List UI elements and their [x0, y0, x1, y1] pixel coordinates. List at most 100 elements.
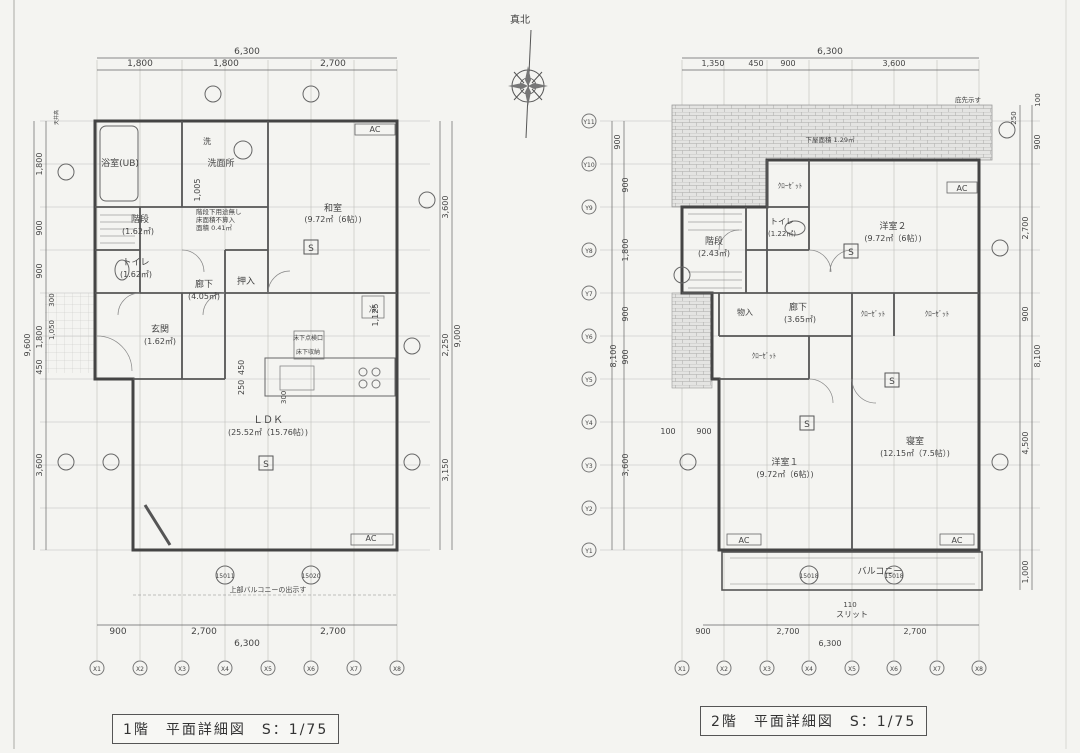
svg-text:15018: 15018	[884, 573, 903, 580]
hall-area: (4.05㎡)	[188, 292, 220, 301]
floor2-hall-label: 廊下	[789, 301, 807, 313]
svg-text:Y7: Y7	[584, 291, 593, 298]
floor2-doors	[718, 229, 877, 404]
svg-text:X7: X7	[350, 666, 358, 673]
floor1-bottom-total: 6,300	[234, 639, 260, 649]
svg-text:X6: X6	[890, 666, 898, 673]
toilet-area: (1.62㎡)	[120, 270, 152, 279]
floor2-dim-100: 100	[660, 427, 675, 436]
floor2-top-total: 6,300	[817, 47, 843, 57]
svg-text:Y5: Y5	[584, 377, 593, 384]
lower-roof	[671, 104, 993, 208]
dim-450: 450	[237, 360, 246, 375]
floor2-right-dim-6: 4,500	[1021, 432, 1030, 455]
floor2-left-dim-4: 900	[621, 306, 630, 321]
floor2-top-dim-4: 3,600	[883, 59, 906, 68]
floor-hatch	[293, 330, 325, 360]
north-label: 真北	[510, 13, 530, 26]
under-stairs-note: 階段下用途無し	[196, 207, 242, 216]
svg-text:X1: X1	[678, 666, 686, 673]
sink	[279, 365, 315, 391]
svg-text:X7: X7	[933, 666, 941, 673]
floor1-bottom-dim-3: 2,700	[320, 627, 346, 637]
bedroom-label: 寝室	[906, 435, 924, 447]
floor1-grid	[40, 60, 430, 660]
floor1-left-dim-3: 900	[35, 263, 44, 278]
entrance-label: 玄関	[151, 323, 169, 335]
slit-dim: 110	[843, 601, 856, 609]
floor2-left-total: 8,100	[609, 345, 618, 368]
svg-text:X3: X3	[178, 666, 186, 673]
lower-roof-left	[671, 292, 713, 389]
svg-text:X4: X4	[805, 666, 813, 673]
closet-c-label: ｸﾛｰｾﾞｯﾄ	[925, 310, 950, 318]
floor1-left-dim-4: 300	[48, 293, 56, 306]
svg-text:Y1: Y1	[584, 548, 593, 555]
closet-a-label: ｸﾛｰｾﾞｯﾄ	[778, 182, 803, 190]
ldk-area: (25.52㎡（15.76帖）)	[228, 427, 308, 437]
svg-text:Y9: Y9	[584, 205, 593, 212]
closet-label: 押入	[237, 275, 255, 287]
floor-hatch-label: 床下点検口	[293, 334, 323, 342]
western2-label: 洋室２	[879, 220, 906, 232]
floor1-doors	[96, 249, 291, 372]
roof-note: 下屋面積 1.29㎡	[805, 135, 855, 144]
floor2-section-marks: 15018 15018	[673, 121, 1016, 585]
slit-label: スリット	[836, 610, 868, 619]
balcony-note: 上部バルコニーの出示す	[230, 585, 307, 594]
floor2-stairs-area: (2.43㎡)	[698, 249, 730, 258]
svg-text:X5: X5	[848, 666, 856, 673]
floor1-right-dim-5: 3,150	[441, 459, 450, 482]
floor2-right-dim-3: 900	[1033, 134, 1042, 149]
bath-label: 浴室(UB)	[101, 157, 139, 169]
floor2-bottom-total: 6,300	[819, 639, 842, 648]
svg-text:Y3: Y3	[584, 463, 593, 470]
floor1-left-dim-1: 1,800	[35, 153, 44, 176]
wash-basin	[233, 140, 253, 160]
floor2-left-dim-3: 1,800	[621, 239, 630, 262]
floor1-left-dim-2: 900	[35, 220, 44, 235]
floor2-stairs-label: 階段	[705, 235, 723, 247]
floor2-ac-3: AC	[952, 536, 963, 545]
washroom-label: 洗面所	[207, 157, 234, 169]
eaves-note: 庇先示す	[955, 95, 982, 104]
floor1-plan: 浴室(UB) 洗 洗面所 1,005 和室 (9.72㎡（6帖）) 階段 (1.…	[23, 47, 462, 676]
svg-text:X4: X4	[221, 666, 229, 673]
cold-mark: 冷	[369, 304, 377, 314]
western1-label: 洋室１	[771, 456, 798, 468]
closet-b-label: ｸﾛｰｾﾞｯﾄ	[861, 310, 886, 318]
svg-text:X8: X8	[975, 666, 983, 673]
kitchen-counter	[264, 357, 396, 397]
storage-label: 物入	[737, 307, 753, 317]
floor2-stairs	[688, 213, 742, 289]
floor2-right-dim-5: 900	[1021, 306, 1030, 321]
toilet-label: トイレ	[122, 258, 149, 268]
toilet-fixture	[114, 259, 130, 281]
floor2-toilet-label: トイレ	[770, 217, 794, 226]
floor1-top-dim-2: 1,800	[213, 59, 239, 69]
floor1-bottom-dim-2: 2,700	[191, 627, 217, 637]
svg-text:X8: X8	[393, 666, 401, 673]
floor2-top-dim-2: 450	[748, 59, 763, 68]
bedroom-area: (12.15㎡（7.5帖）)	[880, 448, 950, 458]
porch-tile	[45, 293, 95, 373]
floor1-title: 1階 平面詳細図 S：1/75	[112, 714, 340, 744]
floor1-left-dim-7: 450	[35, 359, 44, 374]
svg-text:15020: 15020	[301, 573, 320, 580]
floor2-left-dim-6: 3,600	[621, 454, 630, 477]
under-stairs-note3: 面積 0.41㎡	[196, 223, 233, 232]
floor1-left-dim-8: 3,600	[35, 454, 44, 477]
floor1-column-markers: X1 X2 X3 X4 X5 X6 X7 X8	[89, 660, 405, 676]
floor2-top-dim-3: 900	[780, 59, 795, 68]
balcony-label: バルコニー	[858, 566, 903, 577]
floor2-right-dim-4: 2,700	[1021, 217, 1030, 240]
north-arrow-icon: 真北	[508, 13, 548, 139]
ceiling-note: 天井高	[53, 110, 60, 125]
floor2-column-markers: X1 X2 X3 X4 X5 X6 X7 X8	[674, 660, 987, 676]
floor2-sensor-markers: S S S	[799, 243, 900, 431]
stairs-area: (1.62㎡)	[122, 227, 154, 236]
floor2-walls	[680, 158, 981, 552]
floor2-top-dim-1: 1,350	[702, 59, 725, 68]
svg-text:Y11: Y11	[582, 119, 594, 126]
